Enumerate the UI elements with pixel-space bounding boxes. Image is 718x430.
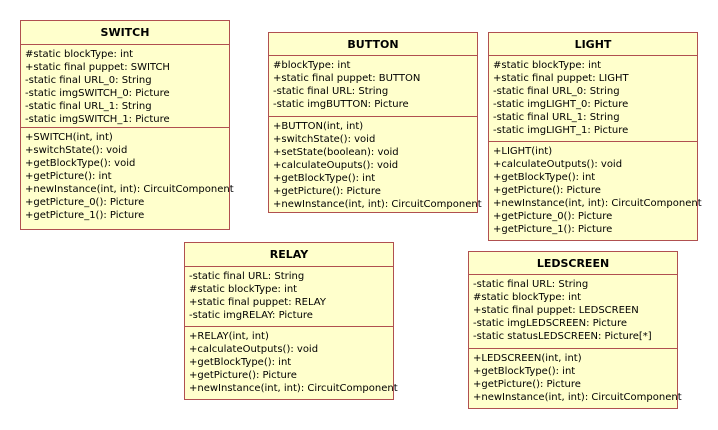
operation-row: +switchState(): void [25,145,128,156]
operations-section: +SWITCH(int, int) +switchState(): void +ge… [21,128,234,222]
operation-row: +calculateOutputs(): void [189,344,319,355]
attribute-row: #blockType: int [273,60,351,71]
attribute-row: -static imgLEDSCREEN: Picture [473,318,628,329]
attribute-row: #static blockType: int [493,60,602,71]
attribute-row: -static final URL_0: String [493,86,620,97]
class-name: BUTTON [269,33,477,56]
class-box-ledscreen: LEDSCREEN -static final URL: String #stat… [468,251,682,409]
operations-section: +RELAY(int, int) +calculateOutputs(): voi… [185,327,398,395]
operation-row: +LIGHT(int) [493,146,553,157]
class-name: LIGHT [489,33,697,56]
operation-row: +getBlockType(): void [25,158,136,169]
operation-row: +newInstance(int, int): CircuitComponent [189,383,398,394]
attribute-row: -static imgSWITCH_0: Picture [25,88,170,99]
operations-section: +LEDSCREEN(int, int) +getBlockType(): int… [469,349,682,404]
attributes-section: -static final URL: String #static blockTy… [469,275,677,349]
class-box-button: BUTTON #blockType: int +static final pupp… [268,32,482,213]
attribute-row: -static imgSWITCH_1: Picture [25,114,170,125]
attribute-row: #static blockType: int [25,49,134,60]
operation-row: +getBlockType(): int [273,173,376,184]
attributes-section: -static final URL: String #static blockTy… [185,267,393,327]
operation-row: +LEDSCREEN(int, int) [473,353,582,364]
operation-row: +setState(boolean): void [273,147,399,158]
operation-row: +switchState(): void [273,134,376,145]
attribute-row: -static imgLIGHT_0: Picture [493,99,629,110]
attributes-section: #static blockType: int +static final pupp… [21,45,229,128]
operations-section: +LIGHT(int) +calculateOutputs(): void +get… [489,142,702,236]
attribute-row: -static final URL_1: String [493,112,620,123]
attribute-row: +static final puppet: LEDSCREEN [473,305,639,316]
operation-row: +getPicture(): int [25,171,112,182]
attribute-row: -static statusLEDSCREEN: Picture[*] [473,331,652,342]
attribute-row: -static imgBUTTON: Picture [273,99,409,110]
class-box-switch: SWITCH #static blockType: int +static fin… [20,20,234,230]
operation-row: +getPicture(): Picture [189,370,297,381]
attributes-section: #static blockType: int +static final pupp… [489,56,697,142]
operation-row: +getPicture(): Picture [273,186,381,197]
operation-row: +SWITCH(int, int) [25,132,113,143]
operation-row: +calculateOuputs(): void [273,160,399,171]
operations-section: +BUTTON(int, int) +switchState(): void +se… [269,117,482,211]
operation-row: +BUTTON(int, int) [273,121,364,132]
attribute-row: #static blockType: int [473,292,582,303]
attribute-row: -static final URL: String [473,279,589,290]
operation-row: +getPicture(): Picture [493,185,601,196]
attribute-row: +static final puppet: RELAY [189,297,326,308]
operation-row: +newInstance(int, int): CircuitComponent [493,198,702,209]
attribute-row: -static final URL: String [273,86,389,97]
attribute-row: -static final URL_1: String [25,101,152,112]
class-box-light: LIGHT #static blockType: int +static fina… [488,32,702,241]
attribute-row: -static final URL: String [189,271,305,282]
operation-row: +calculateOutputs(): void [493,159,623,170]
operation-row: +getPicture_1(): Picture [493,224,613,235]
attribute-row: +static final puppet: SWITCH [25,62,170,73]
operation-row: +newInstance(int, int): CircuitComponent [25,184,234,195]
operation-row: +newInstance(int, int): CircuitComponent [273,199,482,210]
operation-row: +RELAY(int, int) [189,331,269,342]
attributes-section: #blockType: int +static final puppet: BUT… [269,56,477,117]
operation-row: +getPicture(): Picture [473,379,581,390]
class-name: LEDSCREEN [469,252,677,275]
attribute-row: -static imgRELAY: Picture [189,310,313,321]
operation-row: +getBlockType(): int [189,357,292,368]
attribute-row: #static blockType: int [189,284,298,295]
operation-row: +getPicture_0(): Picture [493,211,613,222]
class-name: SWITCH [21,21,229,45]
operation-row: +newInstance(int, int): CircuitComponent [473,392,682,403]
operation-row: +getPicture_1(): Picture [25,210,145,221]
operation-row: +getPicture_0(): Picture [25,197,145,208]
operation-row: +getBlockType(): int [473,366,576,377]
attribute-row: +static final puppet: BUTTON [273,73,421,84]
attribute-row: -static imgLIGHT_1: Picture [493,125,629,136]
class-name: RELAY [185,243,393,267]
attribute-row: -static final URL_0: String [25,75,152,86]
class-box-relay: RELAY -static final URL: String #static b… [184,242,398,400]
attribute-row: +static final puppet: LIGHT [493,73,629,84]
operation-row: +getBlockType(): int [493,172,596,183]
